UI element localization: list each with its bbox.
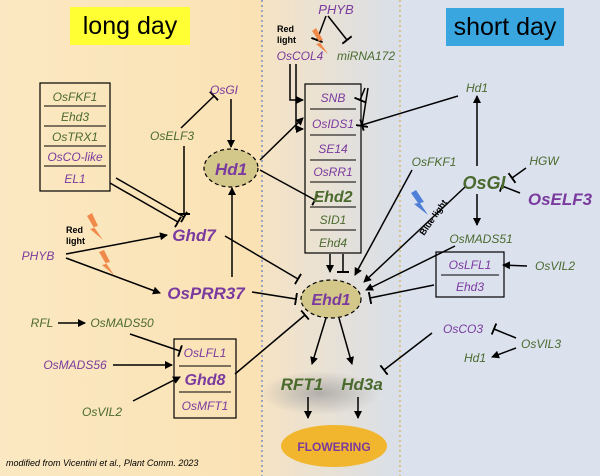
gene-osgi-left: OsGI: [210, 83, 239, 97]
gene-osmads51: OsMADS51: [449, 232, 512, 246]
red-light-label-left-2: light: [66, 236, 85, 246]
gene-ostrx1: OsTRX1: [52, 130, 98, 144]
short-day-gene-box: [435, 251, 505, 298]
gene-hd1-bottom: Hd1: [464, 351, 486, 365]
red-light-bolt-left-1: [87, 213, 103, 240]
gene-osvil3: OsVIL3: [521, 337, 561, 351]
gene-osfkf1-mid: OsFKF1: [412, 155, 457, 169]
gene-osco-like: OsCO-like: [47, 150, 103, 164]
ghd8-gene-box: [173, 338, 237, 419]
gene-osco3: OsCO3: [443, 322, 483, 336]
gene-ehd2: Ehd2: [313, 189, 352, 206]
credit-text: modified from Vicentini et al., Plant Co…: [6, 458, 198, 468]
gene-osfkf1-left: OsFKF1: [53, 90, 98, 104]
gene-osmft1: OsMFT1: [182, 399, 229, 413]
long-day-label-bg: [70, 7, 190, 45]
short-day-panel: [400, 0, 600, 476]
gene-osrr1: OsRR1: [313, 165, 352, 179]
gene-ehd3-left: Ehd3: [61, 110, 89, 124]
gene-rft1: RFT1: [281, 375, 324, 394]
short-day-label: short day: [454, 13, 557, 41]
gene-oslfl1-right: OsLFL1: [449, 258, 492, 272]
gene-hd1-right: Hd1: [466, 81, 488, 95]
gene-sid1: SID1: [320, 213, 347, 227]
gene-ehd3-right: Ehd3: [456, 280, 484, 294]
gene-hd1-left: Hd1: [215, 160, 247, 179]
short-day-label-bg: [446, 8, 564, 46]
flowering-label: FLOWERING: [297, 440, 370, 454]
gene-phyb-left: PHYB: [22, 249, 55, 263]
bottom-glow: [260, 371, 380, 415]
hd1-node: [203, 148, 259, 188]
gene-osprr37: OsPRR37: [167, 284, 246, 303]
flowering-node: [281, 425, 387, 467]
middle-gene-box: [304, 83, 362, 254]
gene-osmads56: OsMADS56: [43, 358, 107, 372]
red-light-label-left-1: Red: [66, 225, 83, 235]
blue-light-bolt: [411, 190, 428, 215]
gene-snb: SNB: [321, 91, 346, 105]
gene-ehd4: Ehd4: [319, 236, 347, 250]
red-light-label-top-2: light: [277, 35, 296, 45]
gene-ghd7: Ghd7: [172, 226, 217, 245]
gene-rfl: RFL: [31, 316, 54, 330]
long-day-gene-box: [39, 82, 111, 192]
gene-el1: EL1: [64, 172, 85, 186]
gene-oself3-right: OsELF3: [528, 190, 593, 209]
gene-osmads50: OsMADS50: [90, 316, 154, 330]
red-light-label-top-1: Red: [277, 24, 294, 34]
gene-hgw: HGW: [529, 154, 560, 168]
long-day-panel: [0, 0, 262, 476]
long-day-label: long day: [83, 12, 178, 40]
red-light-bolt-top: [312, 28, 328, 54]
edges: [58, 15, 528, 419]
ehd1-node: [300, 279, 362, 319]
gene-osids1: OsIDS1: [312, 117, 354, 131]
gene-se14: SE14: [318, 142, 348, 156]
gene-osvil2-right: OsVIL2: [535, 259, 575, 273]
gene-oscol4: OsCOL4: [277, 49, 324, 63]
gene-oself3-left: OsELF3: [150, 129, 194, 143]
gene-osvil2-left: OsVIL2: [82, 405, 122, 419]
gene-ghd8: Ghd8: [185, 372, 226, 389]
gene-hd3a: Hd3a: [341, 375, 383, 394]
gene-phyb-top: PHYB: [318, 2, 354, 17]
gene-oslfl1-left: OsLFL1: [184, 346, 227, 360]
gene-mirna172: miRNA172: [337, 49, 395, 63]
gene-ehd1: Ehd1: [311, 292, 350, 309]
gene-osgi-right: OsGI: [462, 173, 506, 193]
red-light-bolt-left-2: [99, 250, 114, 275]
